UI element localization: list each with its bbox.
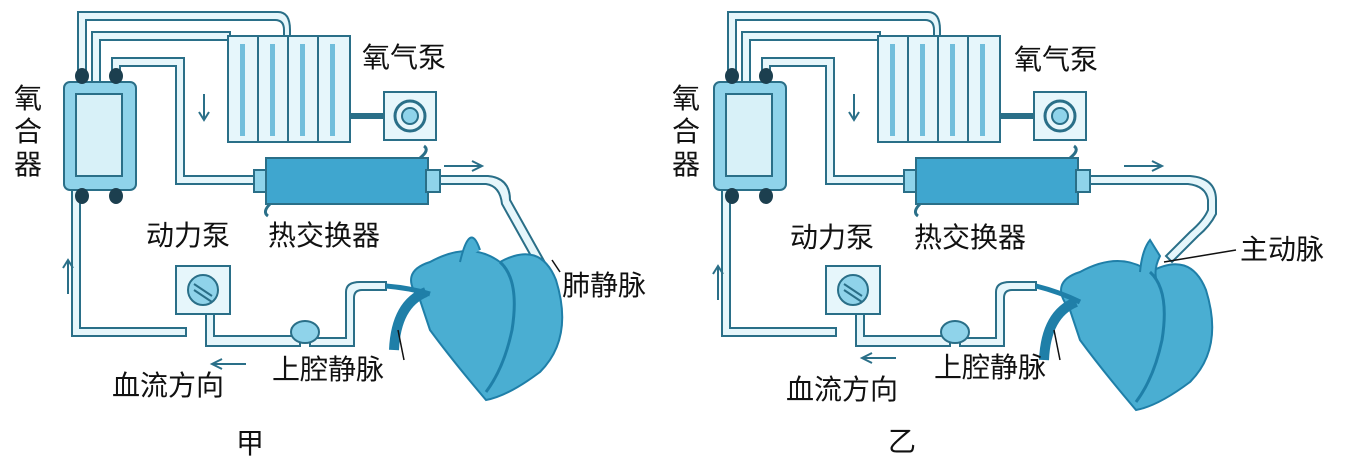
- heart-shape: [385, 236, 564, 402]
- heat-exchanger-device: [253, 144, 441, 218]
- label-oxygen-pump: 氧气泵: [362, 41, 447, 74]
- heart-shape: [1035, 238, 1214, 412]
- label-heat-exchanger: 热交换器: [914, 221, 1027, 254]
- label-vessel-right: 肺静脉: [562, 269, 647, 302]
- pointer-vessel: [1163, 249, 1237, 263]
- tube-pump-bottom: [186, 311, 301, 347]
- oxygen-pump-device: [1033, 91, 1087, 141]
- power-pump-device: [825, 265, 881, 315]
- tube-return: [721, 189, 837, 337]
- label-oxygen-pump: 氧气泵: [1014, 43, 1099, 76]
- oxygen-chamber: [227, 35, 386, 143]
- label-blood-flow-direction: 血流方向: [786, 373, 899, 406]
- pointer-vena-cava: [1053, 329, 1061, 361]
- oxygenator-device: [713, 68, 787, 204]
- label-oxygenator: 氧合器: [14, 82, 43, 181]
- tube-bulb: [940, 320, 970, 344]
- label-superior-vena-cava: 上腔静脉: [272, 353, 385, 386]
- oxygen-pump-device: [383, 91, 437, 141]
- pointer-vessel: [551, 259, 561, 273]
- tube-pump-bottom: [836, 311, 951, 347]
- flow-arrows: [62, 94, 485, 370]
- tube-bulb: [290, 320, 320, 344]
- label-blood-flow-direction: 血流方向: [112, 369, 225, 402]
- pointer-vena-cava: [397, 329, 405, 361]
- flow-arrows: [712, 94, 1165, 364]
- label-power-pump: 动力泵: [146, 219, 231, 252]
- label-oxygenator: 氧合器: [672, 82, 701, 181]
- heat-exchanger-device: [903, 144, 1091, 218]
- tube-exchanger-out: [1085, 175, 1217, 264]
- label-vessel-right: 主动脉: [1240, 233, 1325, 266]
- circuit-drawing-jia: [62, 11, 564, 402]
- label-superior-vena-cava: 上腔静脉: [934, 351, 1047, 384]
- label-power-pump: 动力泵: [790, 221, 875, 254]
- tube-return: [71, 189, 187, 337]
- tube-pump-heart: [959, 281, 1037, 347]
- caption-jia: 甲: [236, 427, 265, 460]
- oxygen-chamber: [877, 35, 1036, 143]
- caption-yi: 乙: [888, 425, 917, 458]
- circuit-drawing-yi: [712, 11, 1237, 412]
- tube-pump-heart: [309, 281, 387, 347]
- diagram-yi: 氧合器 氧气泵 动力泵 热交换器 主动脉 上腔静脉 血流方向 乙: [650, 0, 1329, 469]
- diagram-jia: 氧合器 氧气泵 动力泵 热交换器 肺静脉 上腔静脉 血流方向 甲: [14, 11, 647, 460]
- oxygenator-device: [63, 68, 137, 204]
- label-heat-exchanger: 热交换器: [268, 219, 381, 252]
- power-pump-device: [175, 265, 231, 315]
